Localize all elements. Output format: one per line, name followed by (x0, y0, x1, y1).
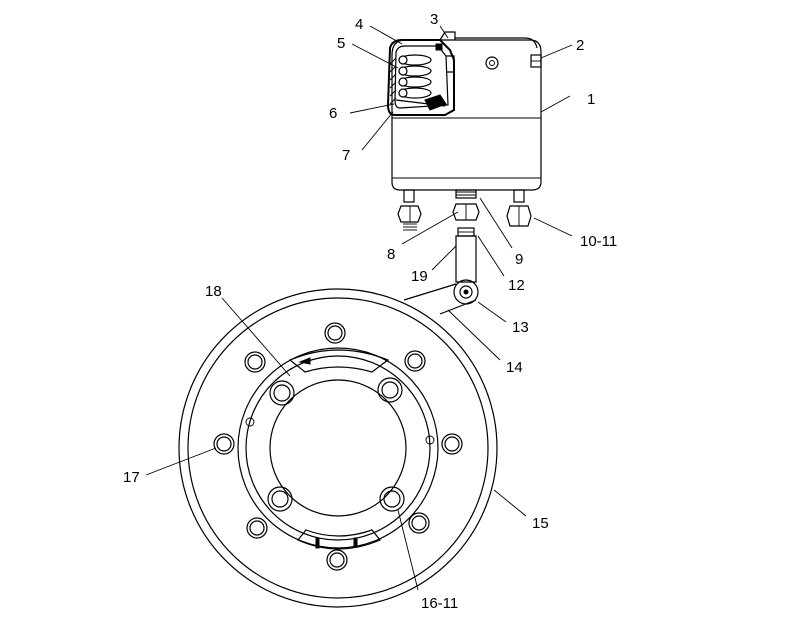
callout-labels: 1 2 3 4 5 6 7 8 9 10-11 12 13 14 15 16-1… (123, 11, 617, 612)
leader-lines (145, 25, 573, 591)
callout-1: 1 (587, 91, 595, 108)
callout-14: 14 (506, 359, 523, 376)
callout-19: 19 (411, 268, 428, 285)
callout-8: 8 (387, 246, 395, 263)
callout-4: 4 (355, 16, 363, 33)
spring-chamber (386, 39, 455, 116)
bottom-fittings (397, 189, 532, 305)
outer-bolt-holes (213, 322, 463, 571)
callout-2: 2 (576, 37, 584, 54)
callout-5: 5 (337, 35, 345, 52)
actuator-housing (391, 31, 542, 191)
callout-16-11: 16-11 (421, 595, 458, 612)
callout-12: 12 (508, 277, 525, 294)
callout-6: 6 (329, 105, 337, 122)
callout-15: 15 (532, 515, 549, 532)
callout-13: 13 (512, 319, 529, 336)
wheel-hub (237, 347, 439, 550)
callout-17: 17 (123, 469, 140, 486)
callout-3: 3 (430, 11, 438, 28)
callout-7: 7 (342, 147, 350, 164)
callout-10-11: 10-11 (580, 233, 617, 250)
callout-18: 18 (205, 283, 222, 300)
callout-9: 9 (515, 251, 523, 268)
inner-stud-holes (267, 377, 405, 512)
brake-drum (178, 283, 498, 608)
